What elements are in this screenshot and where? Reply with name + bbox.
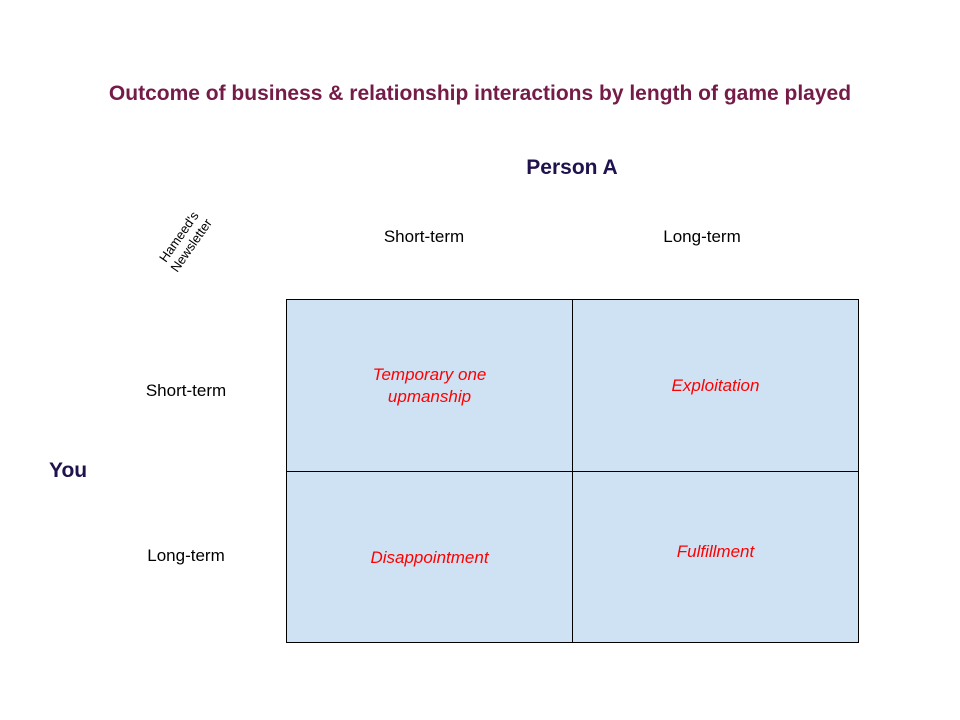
column-header-short-term: Short-term [383, 227, 465, 246]
row-header-long-term: Long-term [147, 546, 225, 565]
row-axis-label: You [49, 459, 88, 482]
newsletter-watermark: Hameed's Newsletter [146, 195, 223, 288]
cell-long-short-text: Disappointment [370, 547, 489, 567]
cell-short-short-text: Temporary one upmanship [372, 364, 487, 406]
row-header-short-term: Short-term [145, 381, 227, 400]
cell-short-long-text: Exploitation [671, 375, 760, 395]
matrix-horizontal-divider [287, 471, 858, 472]
cell-long-long-text: Fulfillment [676, 541, 755, 561]
column-axis-label: Person A [526, 156, 618, 179]
outcome-matrix: Temporary one upmanship Exploitation Dis… [286, 299, 859, 643]
cell-short-short: Temporary one upmanship [287, 300, 572, 471]
cell-long-short: Disappointment [287, 472, 572, 643]
cell-short-long: Exploitation [573, 300, 858, 471]
cell-long-long: Fulfillment [573, 466, 858, 637]
diagram-title: Outcome of business & relationship inter… [108, 82, 852, 105]
column-header-long-term: Long-term [663, 227, 741, 246]
